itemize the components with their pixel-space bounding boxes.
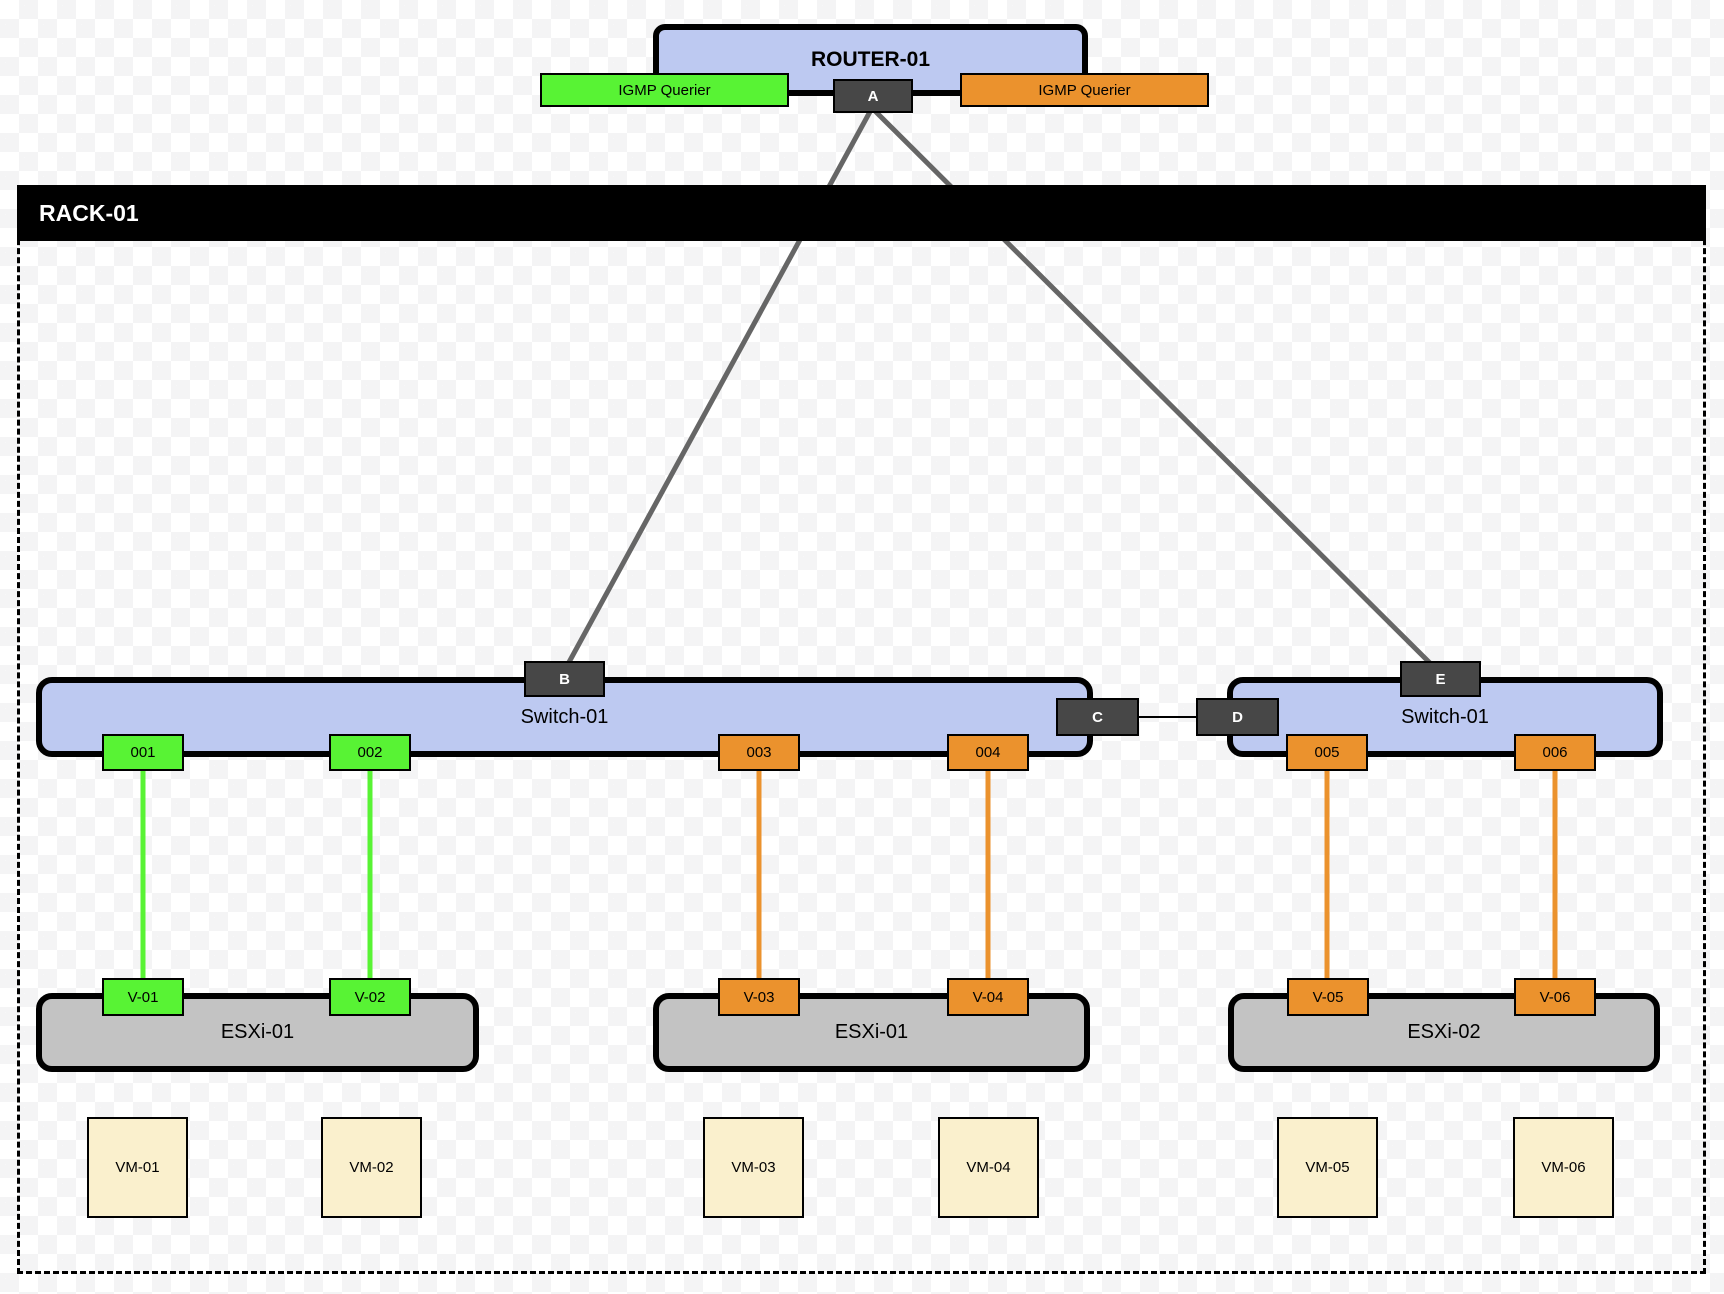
v-02-label: V-02 <box>354 988 386 1006</box>
switch-2-label: Switch-01 <box>1401 705 1489 728</box>
vm-03-node: VM-03 <box>703 1117 804 1218</box>
igmp-querier-badge-left: IGMP Querier <box>540 73 789 107</box>
esxi-host-1-label: ESXi-01 <box>220 1021 295 1043</box>
switch-port-003-label: 003 <box>746 744 772 761</box>
switch-2-uplink-port-e: E <box>1400 661 1481 697</box>
esxi-host-3-label: ESXi-02 <box>1407 1021 1481 1043</box>
switch-2-interlink-port-d: D <box>1196 698 1279 736</box>
igmp-querier-right-label: IGMP Querier <box>1038 81 1131 99</box>
v-01-label: V-01 <box>127 988 159 1006</box>
switch-port-004: 004 <box>947 734 1029 771</box>
vm-03-label: VM-03 <box>731 1159 776 1176</box>
vm-02-label: VM-02 <box>349 1159 394 1176</box>
switch-port-002: 002 <box>329 734 411 771</box>
router-port-a-label: A <box>867 87 879 105</box>
host-nic-v-01: V-01 <box>102 978 184 1016</box>
v-04-label: V-04 <box>972 988 1004 1006</box>
v-03-label: V-03 <box>743 988 775 1006</box>
rack-container: RACK-01 <box>17 185 1706 1274</box>
vm-01-node: VM-01 <box>87 1117 188 1218</box>
switch-port-002-label: 002 <box>357 744 383 761</box>
switch-port-003: 003 <box>718 734 800 771</box>
esxi-host-2-label: ESXi-01 <box>834 1021 909 1043</box>
switch-1-interlink-port-c: C <box>1056 698 1139 736</box>
vm-05-node: VM-05 <box>1277 1117 1378 1218</box>
router-port-a: A <box>833 79 913 113</box>
vm-05-label: VM-05 <box>1305 1159 1350 1176</box>
port-b-label: B <box>559 670 570 688</box>
rack-label: RACK-01 <box>39 199 139 226</box>
vm-02-node: VM-02 <box>321 1117 422 1218</box>
host-nic-v-04: V-04 <box>947 978 1029 1016</box>
switch-port-001: 001 <box>102 734 184 771</box>
switch-port-005: 005 <box>1286 734 1368 771</box>
switch-port-001-label: 001 <box>130 744 156 761</box>
host-nic-v-03: V-03 <box>718 978 800 1016</box>
igmp-querier-left-label: IGMP Querier <box>618 81 711 99</box>
switch-1-uplink-port-b: B <box>524 661 605 697</box>
port-e-label: E <box>1435 670 1446 688</box>
host-nic-v-02: V-02 <box>329 978 411 1016</box>
switch-port-005-label: 005 <box>1314 744 1340 761</box>
port-c-label: C <box>1092 708 1103 726</box>
v-05-label: V-05 <box>1312 988 1344 1006</box>
rack-header: RACK-01 <box>17 185 1706 241</box>
switch-port-006: 006 <box>1514 734 1596 771</box>
igmp-querier-badge-right: IGMP Querier <box>960 73 1209 107</box>
port-d-label: D <box>1232 708 1243 726</box>
vm-06-node: VM-06 <box>1513 1117 1614 1218</box>
vm-04-node: VM-04 <box>938 1117 1039 1218</box>
switch-1-label: Switch-01 <box>520 705 609 728</box>
switch-port-006-label: 006 <box>1542 744 1568 761</box>
host-nic-v-06: V-06 <box>1514 978 1596 1016</box>
vm-01-label: VM-01 <box>115 1159 160 1176</box>
switch-port-004-label: 004 <box>975 744 1001 761</box>
vm-04-label: VM-04 <box>966 1159 1011 1176</box>
host-nic-v-05: V-05 <box>1287 978 1369 1016</box>
vm-06-label: VM-06 <box>1541 1159 1586 1176</box>
router-label: ROUTER-01 <box>810 48 931 71</box>
v-06-label: V-06 <box>1539 988 1571 1006</box>
